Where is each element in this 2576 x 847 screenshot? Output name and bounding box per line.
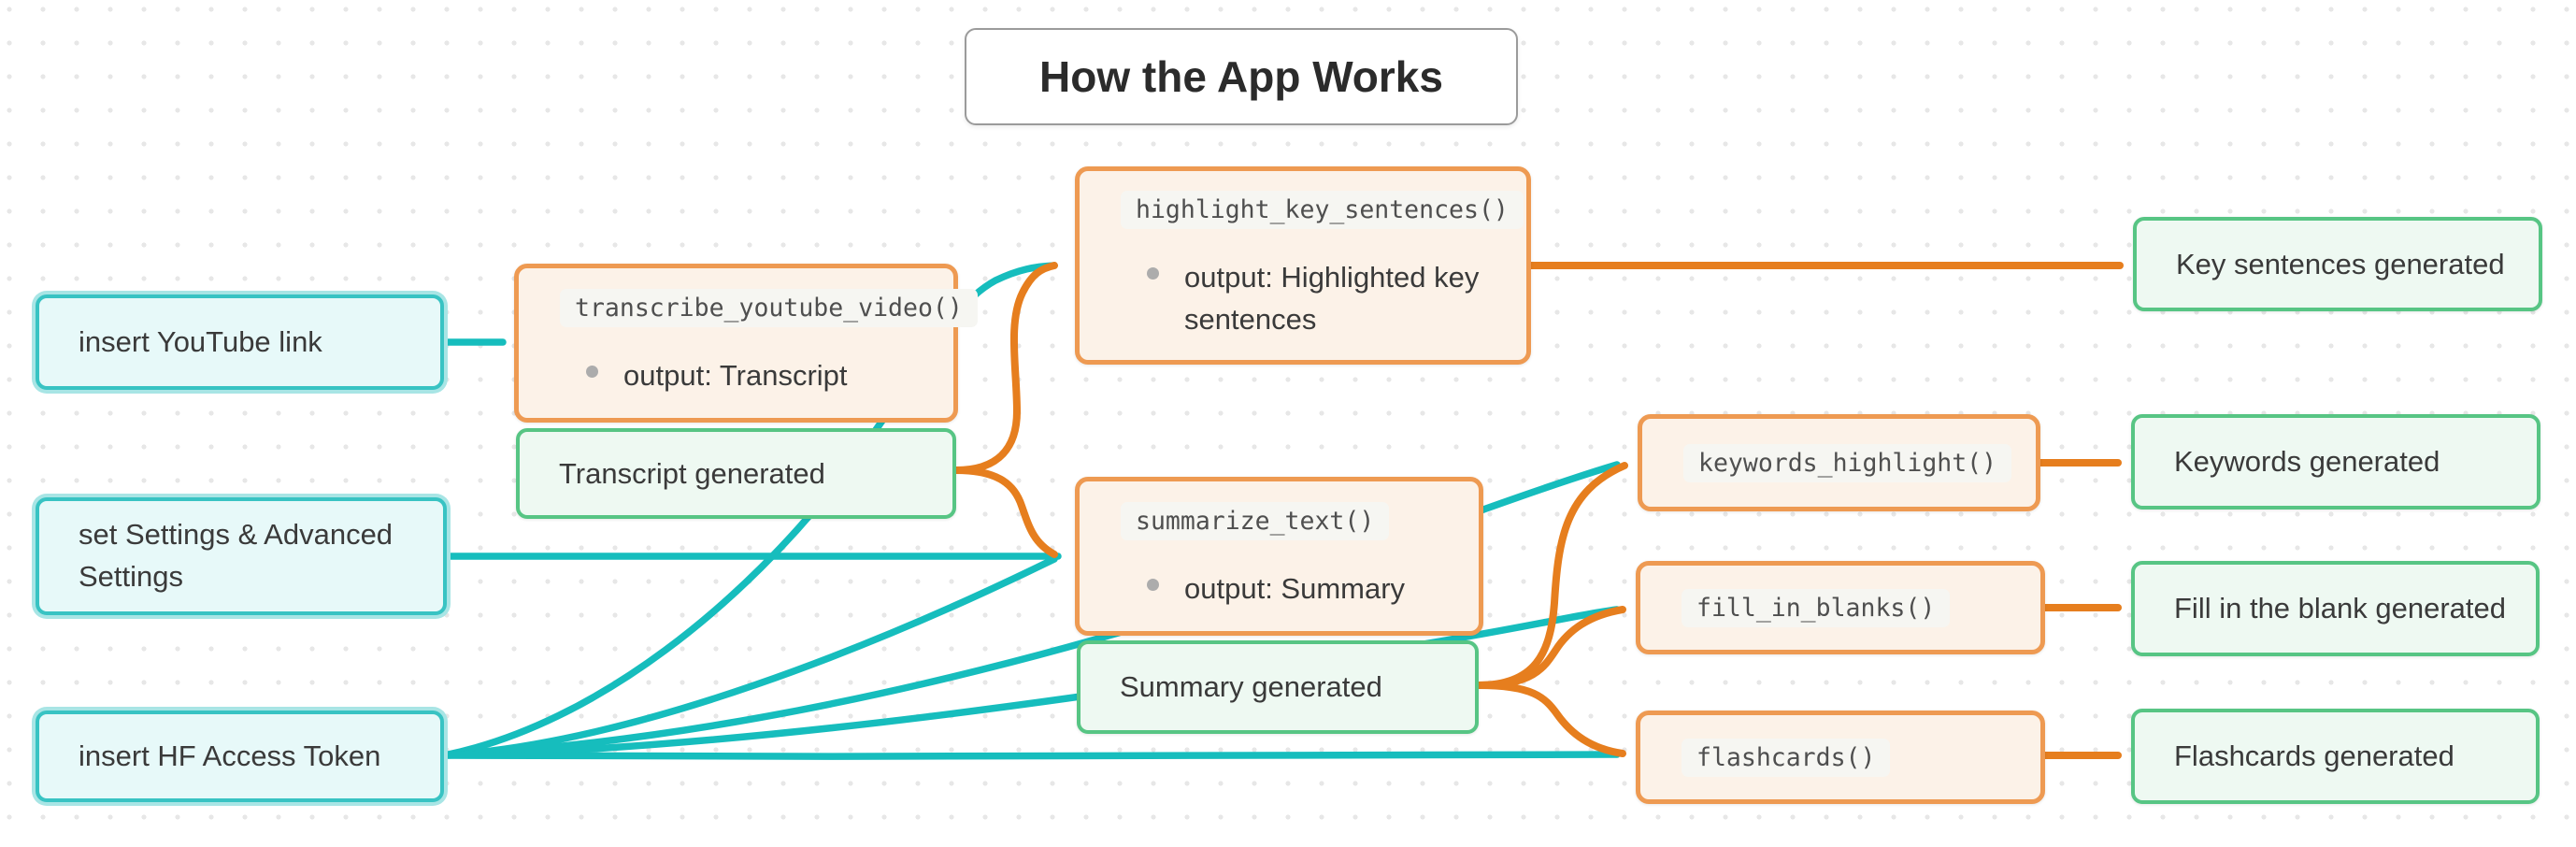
- function-output-row: output: Highlighted key sentences: [1121, 257, 1498, 341]
- node-set-settings: set Settings & Advanced Settings: [36, 497, 447, 615]
- edge-hftoken-to-summarize: [440, 555, 1058, 759]
- function-code-chip: transcribe_youtube_video(): [560, 289, 978, 328]
- node-label: Summary generated: [1120, 670, 1382, 703]
- node-keywords-highlight-function: keywords_highlight(): [1638, 414, 2040, 511]
- node-keywords-generated: Keywords generated: [2131, 414, 2540, 510]
- function-output-text: output: Transcript: [623, 359, 848, 393]
- edge-hftoken-to-flashcards: [440, 751, 1621, 760]
- edge-summary-to-fillblanks: [1475, 606, 1626, 689]
- node-transcribe-function: transcribe_youtube_video() output: Trans…: [514, 264, 978, 423]
- diagram-title: How the App Works: [965, 28, 1518, 125]
- node-flashcards-function: flashcards(): [1636, 711, 2045, 804]
- node-summary-generated: Summary generated: [1077, 640, 1479, 734]
- function-code-chip: summarize_text(): [1121, 502, 1390, 541]
- edge-transcript-to-summarize: [952, 467, 1058, 558]
- node-label: insert YouTube link: [79, 324, 322, 358]
- node-label: Flashcards generated: [2174, 739, 2454, 772]
- node-key-sentences-generated: Key sentences generated: [2133, 217, 2542, 311]
- bullet-icon: [1147, 266, 1159, 280]
- node-fill-in-blanks-function: fill_in_blanks(): [1636, 561, 2045, 654]
- edge-transcript-to-highlight: [952, 262, 1058, 474]
- node-transcript-generated: Transcript generated: [516, 428, 956, 519]
- node-highlight-function: highlight_key_sentences() output: Highli…: [1075, 166, 1531, 365]
- node-fill-blank-generated: Fill in the blank generated: [2131, 561, 2540, 656]
- function-code-chip: flashcards(): [1682, 738, 1891, 777]
- function-output-row: output: Summary: [1121, 568, 1405, 610]
- node-insert-hf-token: insert HF Access Token: [36, 711, 444, 802]
- node-label: Transcript generated: [559, 456, 825, 490]
- node-flashcards-generated: Flashcards generated: [2131, 709, 2540, 804]
- function-output-text: output: Summary: [1184, 572, 1406, 606]
- diagram-title-text: How the App Works: [1039, 52, 1443, 101]
- function-code-chip: keywords_highlight(): [1683, 443, 2012, 482]
- node-label: insert HF Access Token: [79, 739, 381, 772]
- node-summarize-function: summarize_text() output: Summary: [1075, 477, 1483, 636]
- edge-summary-to-flashcards: [1475, 682, 1626, 757]
- function-output-row: output: Transcript: [560, 355, 848, 397]
- node-label: Key sentences generated: [2176, 247, 2505, 280]
- node-label: Fill in the blank generated: [2174, 592, 2507, 624]
- node-label: set Settings & Advanced Settings: [79, 518, 394, 593]
- node-insert-youtube-link: insert YouTube link: [36, 294, 444, 390]
- function-code-chip: highlight_key_sentences(): [1121, 190, 1524, 229]
- node-label: Keywords generated: [2174, 445, 2440, 478]
- bullet-icon: [1147, 579, 1159, 592]
- function-code-chip: fill_in_blanks(): [1682, 588, 1951, 627]
- function-output-text: output: Highlighted key sentences: [1184, 260, 1480, 336]
- bullet-icon: [586, 366, 598, 379]
